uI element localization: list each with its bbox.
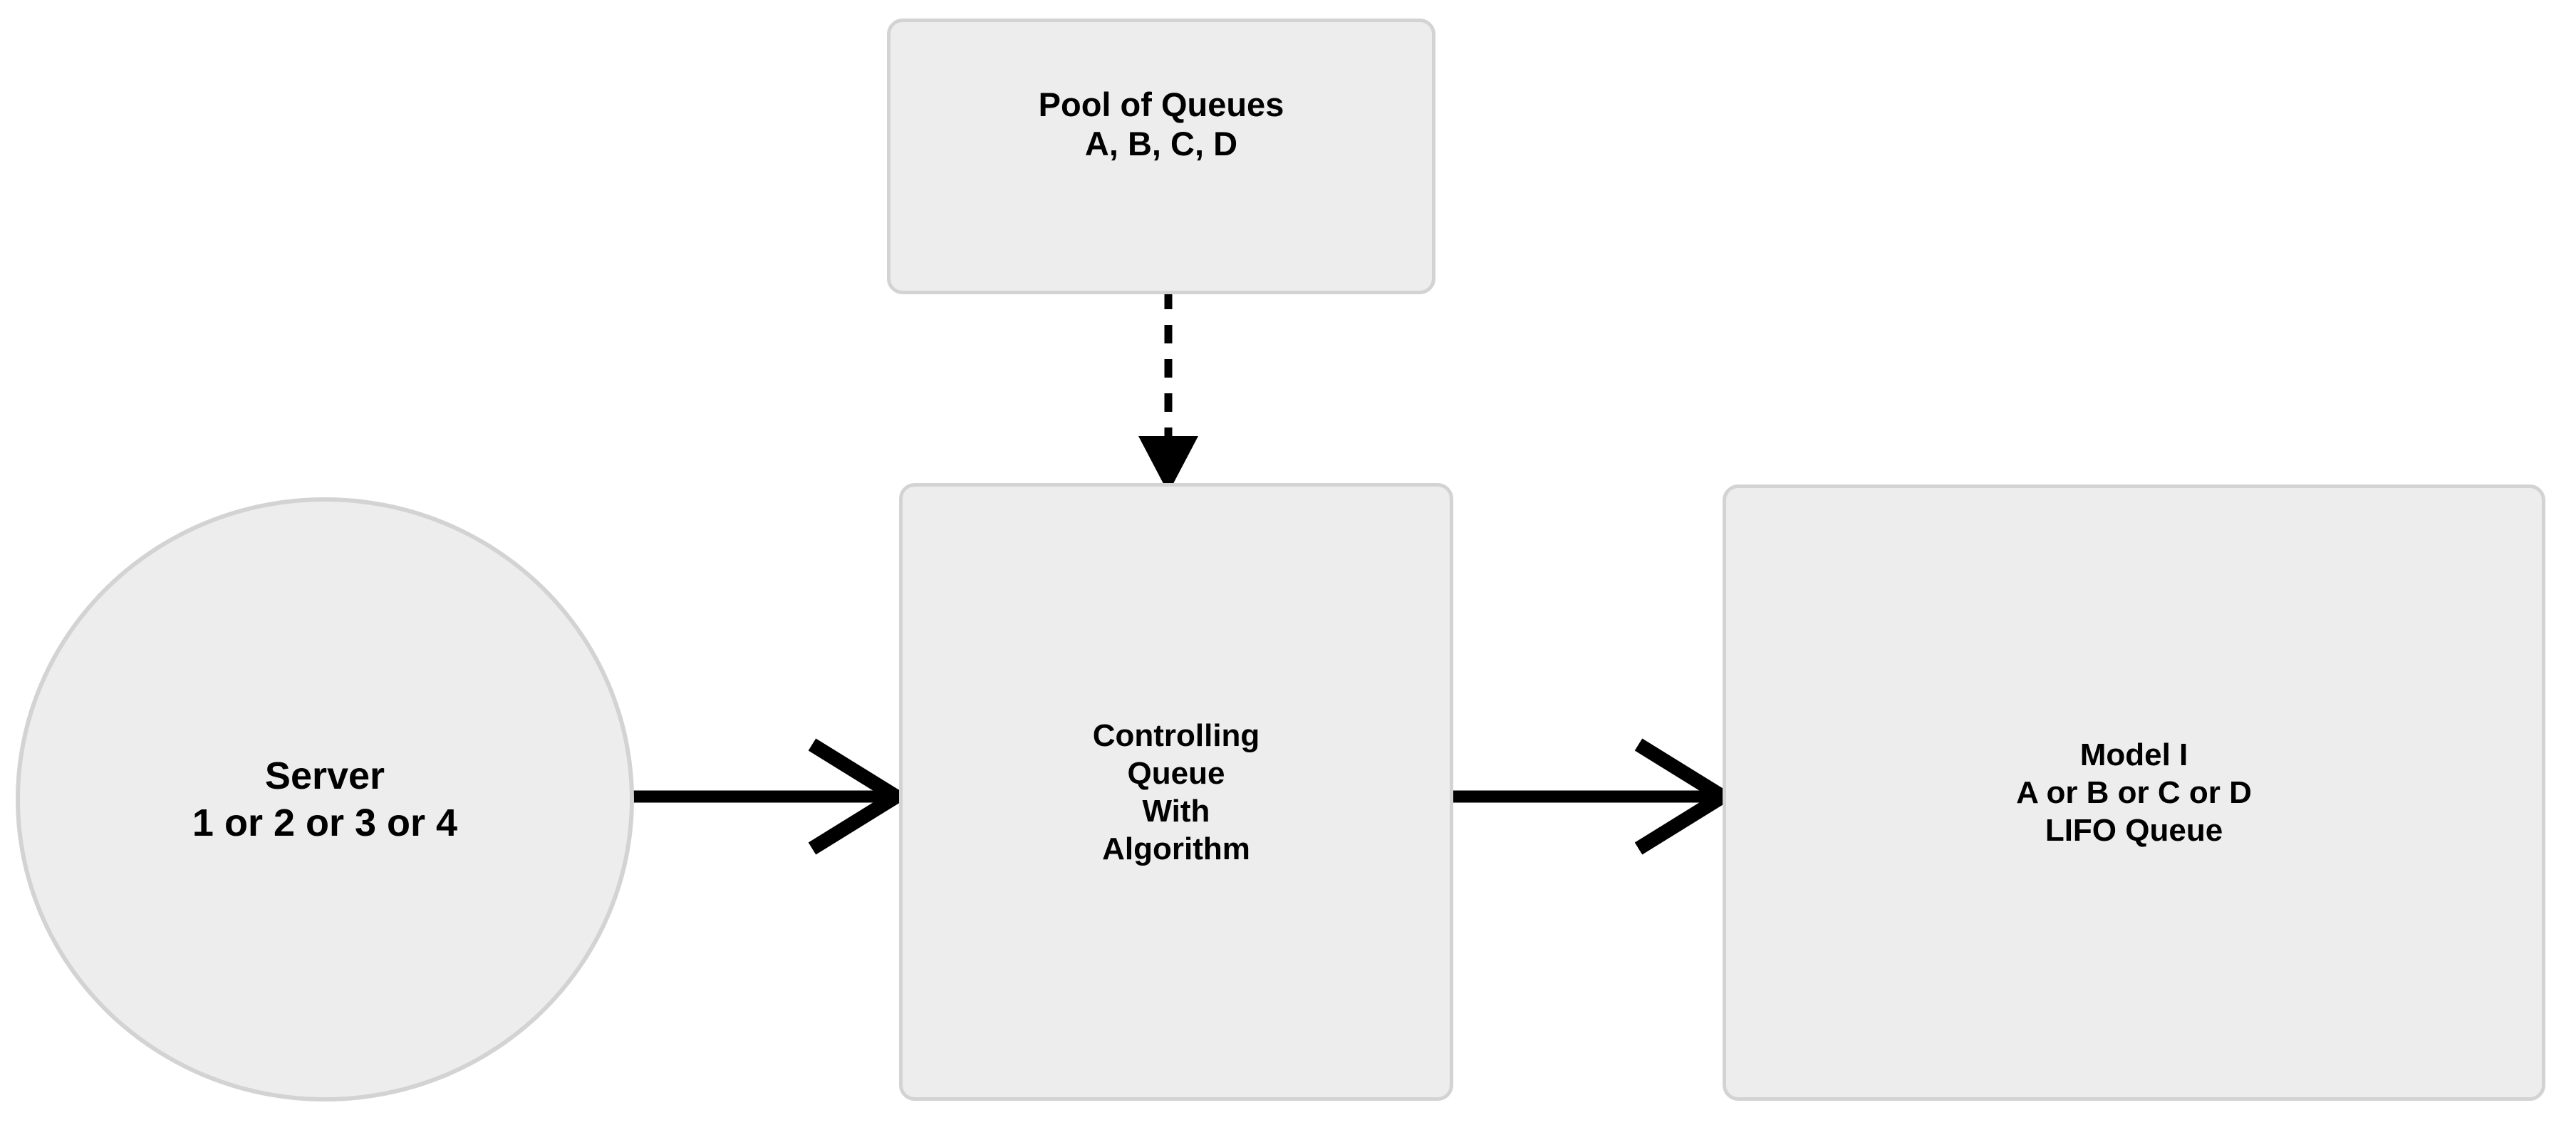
edge-pool-to-controller	[1138, 291, 1198, 493]
edge-server-to-controller	[625, 738, 910, 855]
node-controller-line-4: Algorithm	[1102, 831, 1250, 866]
node-server[interactable]: Server 1 or 2 or 3 or 4	[16, 497, 634, 1101]
node-pool-label: Pool of Queues A, B, C, D	[1039, 85, 1284, 163]
node-controller-line-1: Controlling	[1092, 717, 1260, 753]
node-server-line-1: Server	[264, 755, 385, 797]
node-controller-line-2: Queue	[1127, 755, 1225, 791]
node-pool-line-1: Pool of Queues	[1038, 85, 1284, 123]
node-controller-line-3: With	[1142, 793, 1210, 829]
node-server-line-2: 1 or 2 or 3 or 4	[192, 802, 458, 844]
node-controlling-queue[interactable]: Controlling Queue With Algorithm	[899, 483, 1453, 1101]
arrowhead-open-chevron-icon	[808, 738, 910, 855]
node-model-line-3: LIFO Queue	[2045, 813, 2223, 848]
node-model-line-2: A or B or C or D	[2016, 775, 2252, 810]
node-pool-of-queues[interactable]: Pool of Queues A, B, C, D	[887, 19, 1435, 294]
node-pool-line-2: A, B, C, D	[1084, 125, 1238, 162]
edge-controller-to-model	[1451, 738, 1737, 855]
node-model-line-1: Model I	[2079, 737, 2188, 772]
node-server-label: Server 1 or 2 or 3 or 4	[192, 752, 457, 846]
arrowhead-open-chevron-icon	[1634, 738, 1737, 855]
node-model-i[interactable]: Model I A or B or C or D LIFO Queue	[1723, 484, 2545, 1101]
node-model-label: Model I A or B or C or D LIFO Queue	[2016, 736, 2252, 849]
node-controller-label: Controlling Queue With Algorithm	[1093, 717, 1260, 868]
